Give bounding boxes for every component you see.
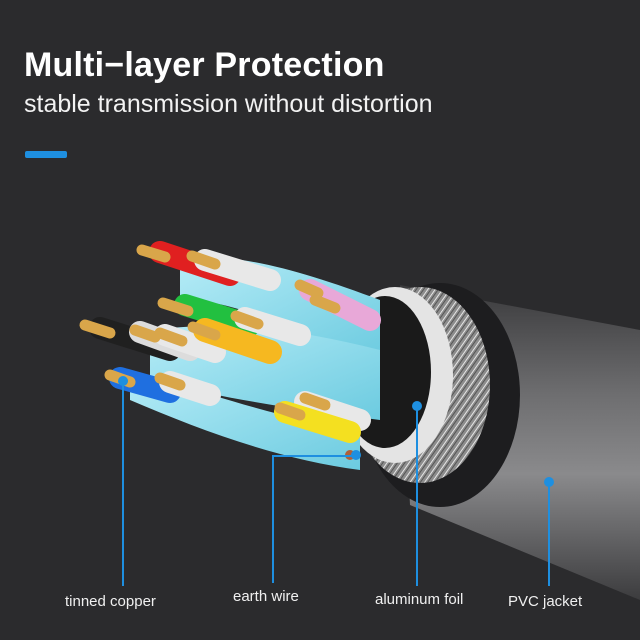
page-title: Multi−layer Protection: [24, 46, 385, 84]
tinned-copper-label: tinned copper: [65, 593, 156, 610]
earth-wire-leader: [272, 455, 274, 583]
aluminum-foil-label: aluminum foil: [375, 591, 464, 608]
earth-wire-marker: [351, 450, 361, 460]
earth-wire-label: earth wire: [233, 588, 299, 605]
pvc-jacket-label: PVC jacket: [508, 593, 583, 610]
tinned-copper-leader: [122, 381, 124, 586]
pvc-jacket-leader: [548, 482, 550, 586]
earth-wire-leader-h: [272, 455, 356, 457]
page-subtitle: stable transmission without distortion: [24, 90, 433, 118]
accent-bar: [25, 151, 67, 158]
aluminum-foil-leader: [416, 406, 418, 586]
